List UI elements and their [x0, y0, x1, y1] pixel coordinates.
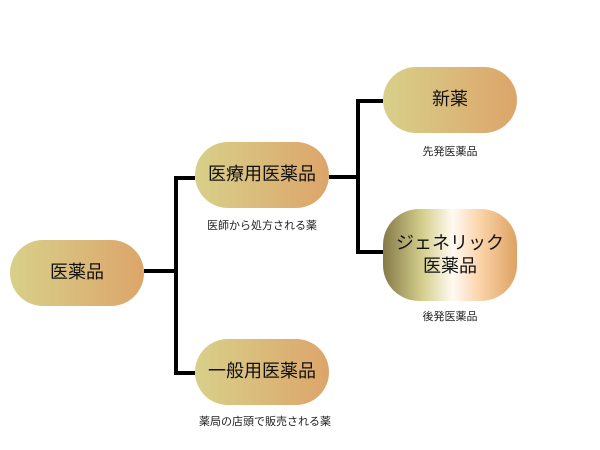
caption-otc: 薬局の店頭で販売される薬 — [199, 415, 331, 428]
node-root: 医薬品 — [10, 240, 144, 306]
caption-prescription: 医師から処方される薬 — [207, 219, 317, 232]
connector — [174, 176, 178, 375]
node-generic: ジェネリック医薬品 — [383, 209, 517, 301]
connector — [174, 371, 195, 375]
node-new-drug: 新薬 — [383, 67, 517, 133]
node-label: ジェネリック — [396, 232, 504, 254]
caption-new-drug: 先発医薬品 — [422, 145, 478, 158]
connector — [356, 99, 360, 254]
node-otc: 一般用医薬品 — [195, 339, 329, 405]
node-label: 一般用医薬品 — [208, 361, 316, 383]
node-label: 医薬品 — [50, 262, 104, 284]
node-label: 新薬 — [432, 89, 468, 111]
node-label: 医療用医薬品 — [208, 164, 316, 186]
connector — [329, 175, 360, 179]
connector — [356, 99, 383, 103]
caption-generic: 後発医薬品 — [422, 310, 478, 323]
connector — [356, 250, 383, 254]
connector — [174, 176, 195, 180]
node-label: 医薬品 — [423, 256, 477, 277]
node-prescription: 医療用医薬品 — [195, 142, 329, 208]
connector — [144, 269, 176, 273]
